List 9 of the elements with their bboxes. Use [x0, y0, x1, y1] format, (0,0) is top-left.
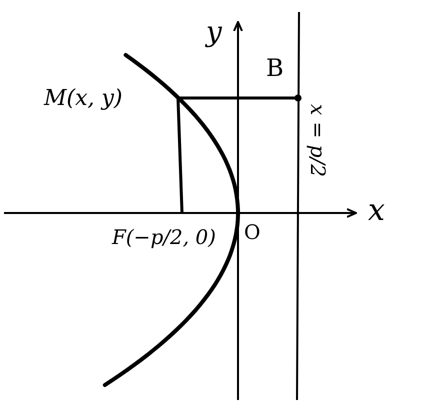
point-label: M(x, y) — [44, 88, 123, 110]
directrix-label: x = p/2 — [308, 104, 328, 178]
origin-label: O — [244, 222, 260, 242]
line-segment — [178, 94, 302, 102]
point-label: B — [266, 56, 284, 80]
axis-label: y — [206, 18, 222, 46]
focus-label: F(−p/2, 0) — [112, 227, 216, 247]
line-segment — [176, 98, 184, 214]
axis-label: x — [368, 196, 385, 226]
